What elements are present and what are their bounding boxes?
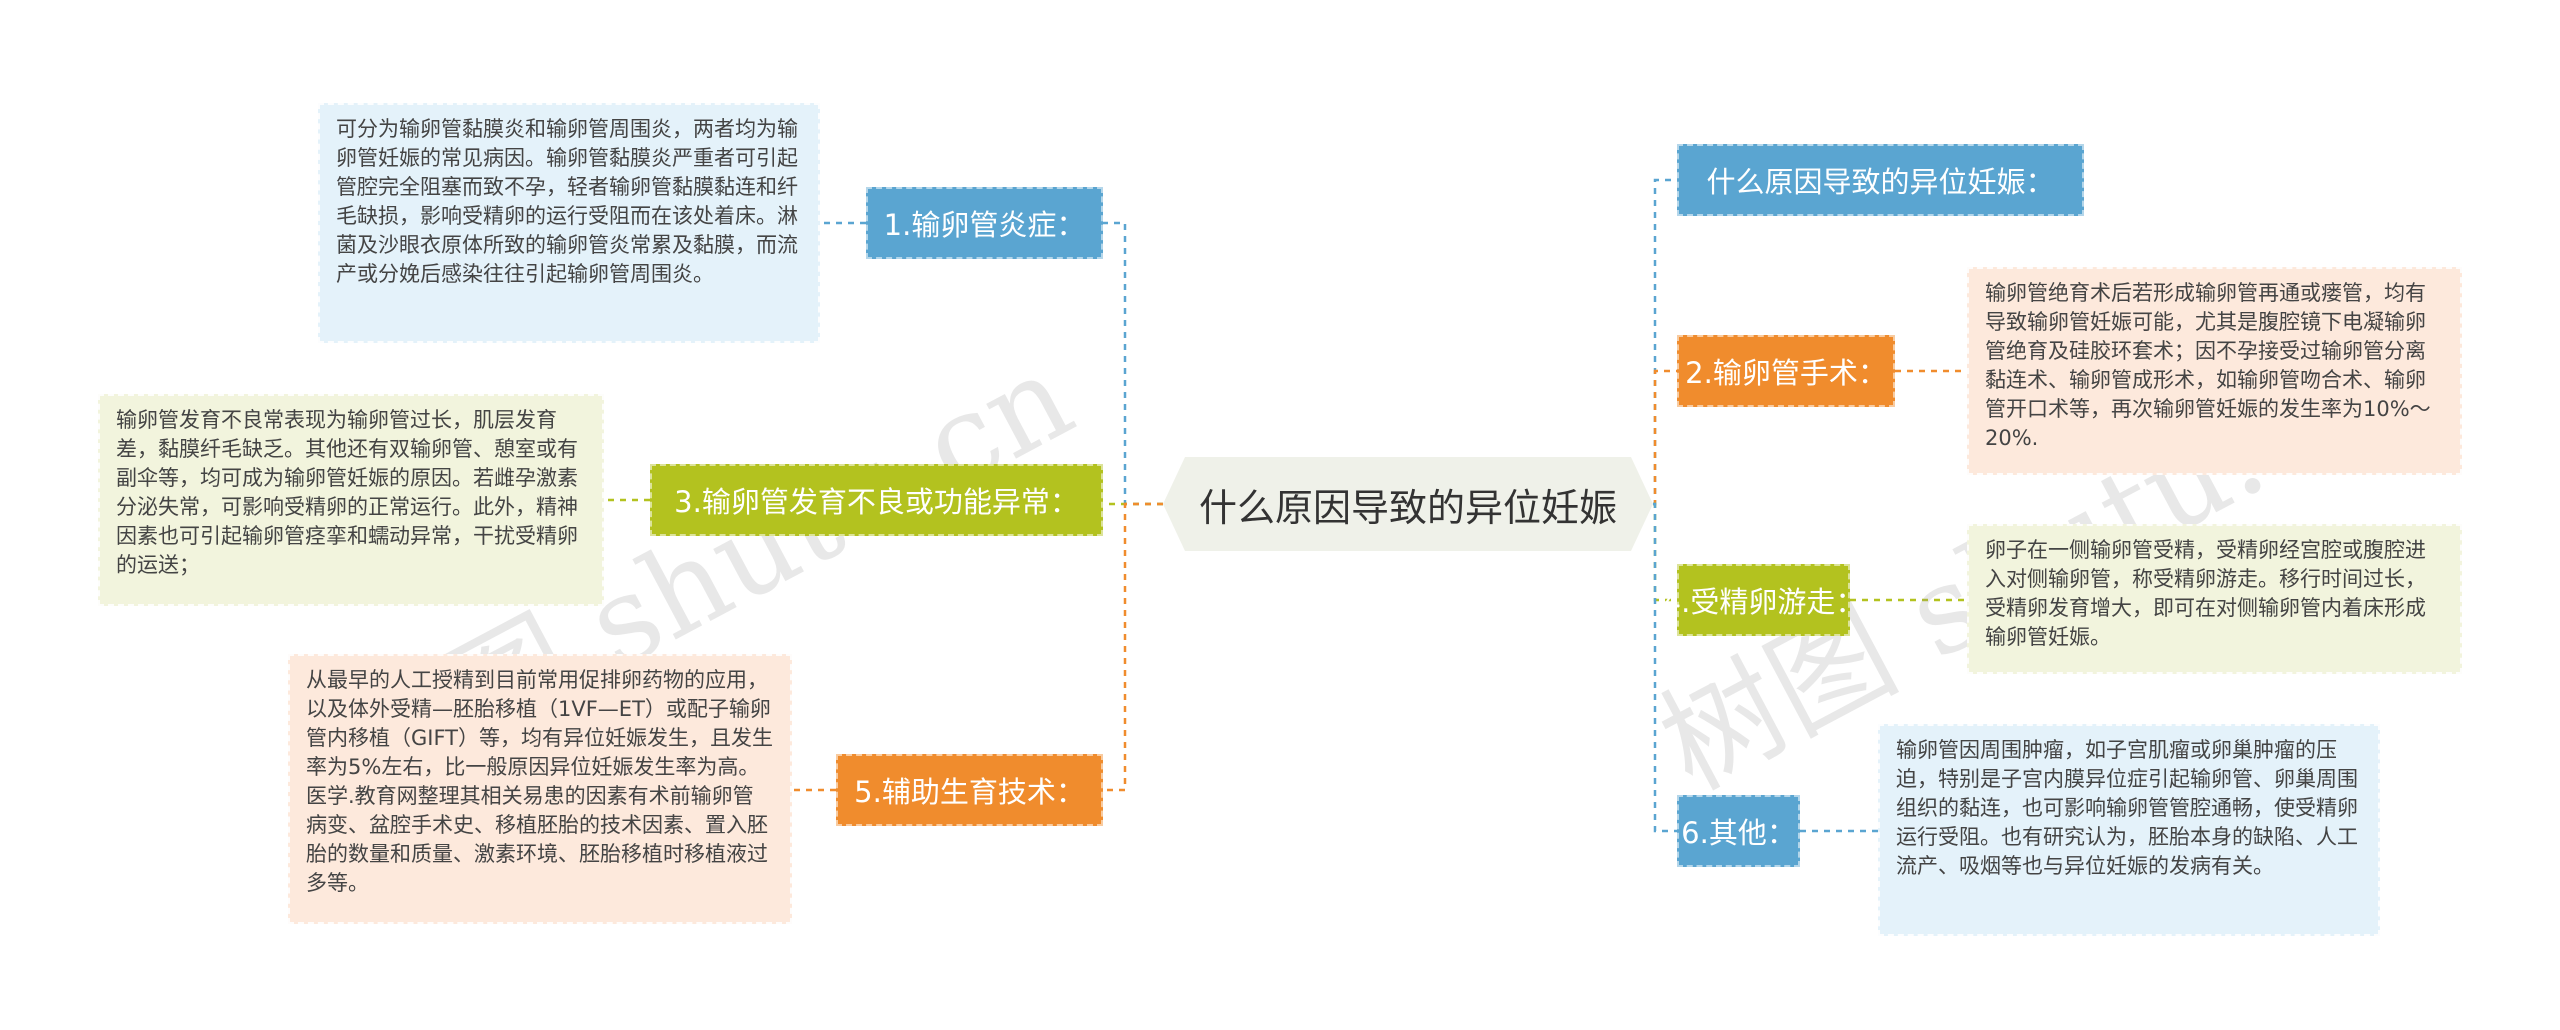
leaf-other[interactable]: 输卵管因周围肿瘤，如子宫肌瘤或卵巢肿瘤的压迫，特别是子宫内膜异位症引起输卵管、卵…	[1878, 724, 2380, 936]
connector-right-2	[1653, 369, 1677, 506]
connector-right-0	[1653, 178, 1677, 506]
topic-assisted-reproduction[interactable]: 5.辅助生育技术：	[836, 754, 1103, 826]
topic-other[interactable]: 6.其他：	[1677, 795, 1800, 867]
central-topic[interactable]: 什么原因导致的异位妊娠	[1163, 457, 1653, 551]
leaf-tube-surgery[interactable]: 输卵管绝育术后若形成输卵管再通或瘘管，均有导致输卵管妊娠可能，尤其是腹腔镜下电凝…	[1967, 267, 2462, 475]
connector-right-6	[1653, 502, 1677, 833]
topic-egg-migration[interactable]: 4.受精卵游走：	[1663, 564, 1864, 636]
topic-tube-surgery[interactable]: 2.输卵管手术：	[1677, 335, 1895, 407]
leaf-tube-dysplasia[interactable]: 输卵管发育不良常表现为输卵管过长，肌层发育差，黏膜纤毛缺乏。其他还有双输卵管、憩…	[98, 394, 604, 606]
topic-tube-dysplasia[interactable]: 3.输卵管发育不良或功能异常：	[650, 464, 1103, 536]
topic-causes-heading[interactable]: 什么原因导致的异位妊娠：	[1677, 144, 2084, 216]
connector-left-5	[1103, 502, 1163, 792]
leaf-assisted-reproduction[interactable]: 从最早的人工授精到目前常用促排卵药物的应用，以及体外受精—胚胎移植（1VF—ET…	[288, 654, 792, 924]
leaf-fallopian-tube-inflammation[interactable]: 可分为输卵管黏膜炎和输卵管周围炎，两者均为输卵管妊娠的常见病因。输卵管黏膜炎严重…	[318, 103, 820, 343]
leaf-egg-migration[interactable]: 卵子在一侧输卵管受精，受精卵经宫腔或腹腔进入对侧输卵管，称受精卵游走。移行时间过…	[1967, 524, 2462, 674]
connector-left-1	[1103, 221, 1163, 506]
topic-fallopian-tube-inflammation[interactable]: 1.输卵管炎症：	[866, 187, 1103, 259]
